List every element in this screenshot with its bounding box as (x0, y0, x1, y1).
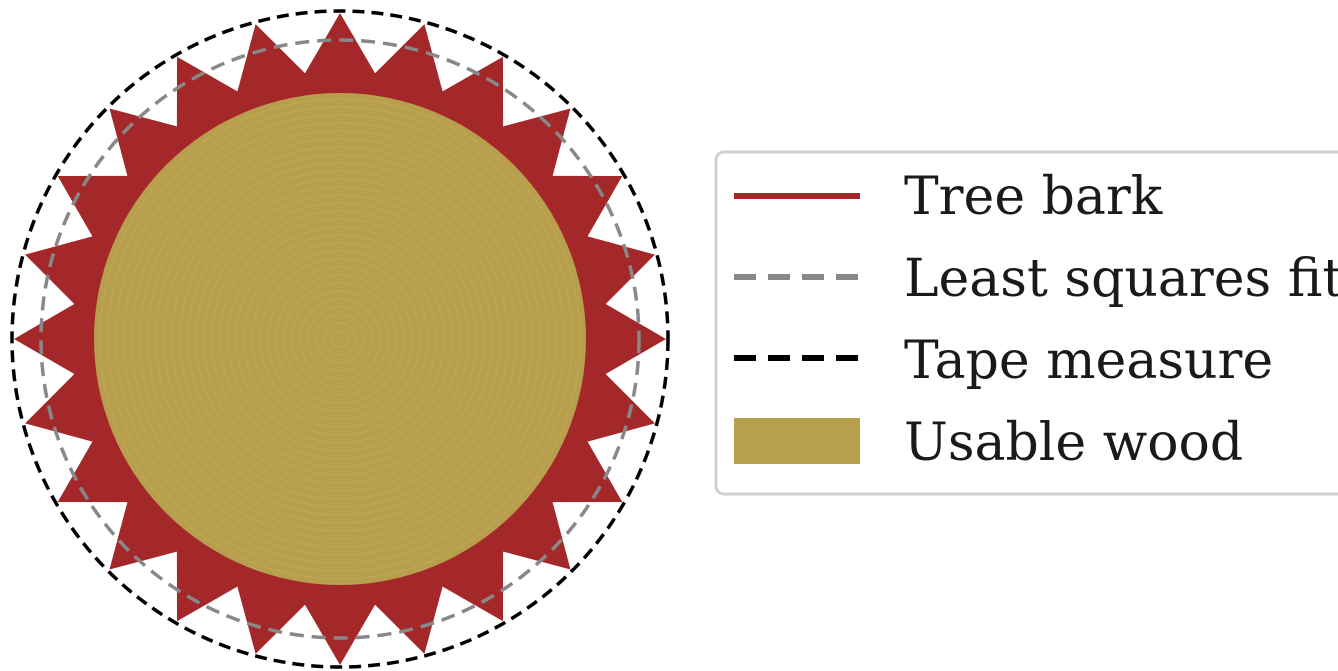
wood-ring (187, 186, 493, 492)
wood-ring (267, 266, 413, 412)
wood-ring (259, 258, 421, 420)
tree-cross-section (10, 9, 670, 669)
wood-ring (283, 282, 397, 396)
wood-ring (155, 154, 525, 524)
wood-ring (251, 250, 429, 428)
least-squares-fit-circle (39, 38, 641, 640)
legend-box (714, 150, 1338, 496)
wood-ring (299, 298, 381, 380)
wood-ring (219, 218, 461, 460)
wood-ring (307, 306, 373, 372)
tape-measure-circle (10, 9, 670, 669)
legend: Tree bark Least squares fit Tape measure… (714, 150, 1338, 496)
legend-label-least-squares-fit: Least squares fit (904, 249, 1338, 309)
wood-ring (115, 114, 565, 564)
wood-ring (323, 322, 357, 356)
wood-growth-rings (99, 98, 581, 580)
wood-ring (99, 98, 581, 580)
wood-ring (275, 274, 405, 404)
wood-ring (179, 178, 501, 500)
wood-ring (107, 106, 573, 572)
wood-ring (147, 146, 533, 532)
wood-ring (139, 138, 541, 540)
legend-label-usable-wood: Usable wood (904, 413, 1243, 473)
wood-ring (195, 194, 485, 484)
legend-label-tape-measure: Tape measure (904, 331, 1273, 391)
wood-ring (331, 330, 349, 348)
wood-ring (211, 210, 469, 468)
legend-swatch-usable-wood (734, 418, 860, 464)
wood-ring (235, 234, 445, 444)
wood-ring (227, 226, 453, 452)
wood-ring (203, 202, 477, 476)
wood-ring (131, 130, 549, 548)
wood-ring (243, 242, 437, 436)
legend-label-tree-bark: Tree bark (904, 167, 1163, 227)
wood-ring (123, 122, 557, 556)
usable-wood-disk (94, 93, 586, 585)
wood-ring (171, 170, 509, 508)
wood-ring (163, 162, 517, 516)
wood-ring (291, 290, 389, 388)
wood-ring (315, 314, 365, 364)
